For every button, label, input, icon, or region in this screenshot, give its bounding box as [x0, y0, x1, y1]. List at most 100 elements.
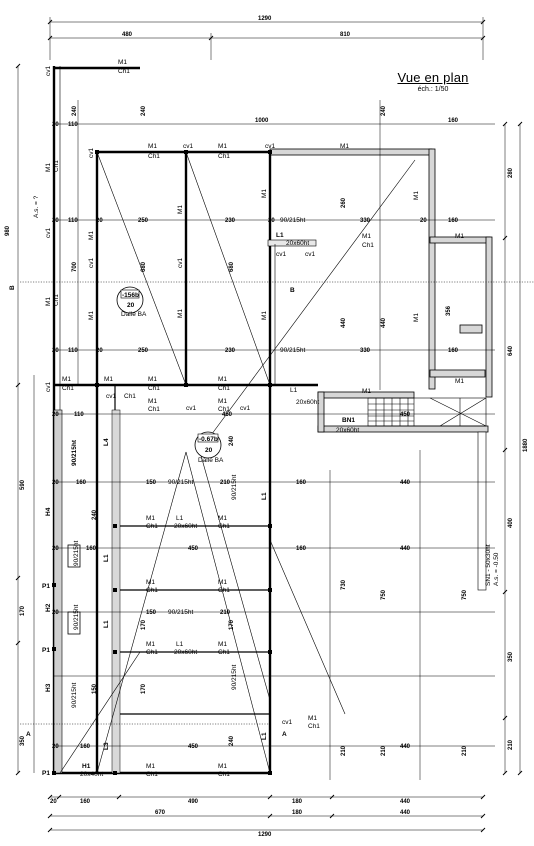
dim-230: 230 [225, 218, 236, 224]
label-cv1: cv1 [177, 258, 184, 269]
dim-20: 20 [268, 218, 275, 224]
label-beam-90: 90/215ht [231, 475, 238, 500]
label-m1: M1 [88, 311, 95, 320]
label-ch1: Ch1 [218, 406, 230, 413]
dim-450: 450 [400, 412, 411, 418]
label-l1: L1 [290, 387, 298, 394]
label-20: 20 [127, 302, 135, 309]
label-as-050: A.s. = -0.50 [493, 552, 500, 586]
level-marker-156: -156b [122, 292, 139, 299]
right-dimension-chains: 280 640 1880 400 350 210 [502, 121, 529, 776]
section-mark-a-left: A [26, 731, 31, 738]
label-beam-90: 90/215ht [168, 609, 193, 616]
label-l1: L1 [103, 620, 110, 628]
dim-bottom-490: 490 [188, 799, 199, 805]
dim-750: 750 [462, 589, 468, 600]
dim-left-590: 590 [20, 479, 26, 490]
dim-240: 240 [92, 509, 98, 520]
dim-680: 680 [229, 261, 235, 272]
dim-210: 210 [341, 745, 347, 756]
dim-330: 330 [360, 348, 371, 354]
label-p1: P1 [42, 583, 50, 590]
label-beam-90: 90/215ht [280, 347, 305, 354]
label-m1: M1 [218, 143, 227, 150]
label-beam-90: 90/215ht [231, 665, 238, 690]
label-m1: M1 [413, 313, 420, 322]
dim-240: 240 [72, 105, 78, 116]
label-m1: M1 [218, 376, 227, 383]
label-ch1: Ch1 [218, 587, 230, 594]
dim-680: 680 [141, 261, 147, 272]
dim-210: 210 [220, 480, 231, 486]
dim-20: 20 [52, 348, 59, 354]
dim-right-280: 280 [508, 167, 514, 178]
dim-440: 440 [400, 546, 411, 552]
label-bn1: BN1 [342, 417, 355, 424]
label-h4: H4 [45, 507, 52, 516]
label-m1: M1 [218, 641, 227, 648]
label-beam-90: 90/215ht [73, 541, 80, 566]
label-beam-20x40: 20x40ht [80, 771, 103, 778]
dim-top-total: 1290 [258, 16, 272, 22]
dim-230: 230 [225, 348, 236, 354]
label-m1: M1 [218, 763, 227, 770]
label-cv1: cv1 [106, 393, 117, 400]
dim-240c: 240 [381, 105, 387, 116]
label-ch1: Ch1 [148, 385, 160, 392]
label-m1: M1 [45, 163, 52, 172]
dim-right-400: 400 [508, 517, 514, 528]
section-mark-b-left: B [9, 285, 16, 290]
dim-440: 440 [400, 744, 411, 750]
dim-160: 160 [296, 480, 307, 486]
dim-250: 250 [138, 218, 149, 224]
dim-160: 160 [448, 118, 459, 124]
label-beam-20x60: 20x60ht [336, 427, 359, 434]
label-m1: M1 [118, 59, 127, 66]
dim-20: 20 [96, 218, 103, 224]
grid-lines [20, 100, 534, 780]
dim-440: 440 [400, 480, 411, 486]
dim-440: 440 [341, 317, 347, 328]
dim-20: 20 [52, 610, 59, 616]
label-beam-20x60: 20x60ht [286, 240, 309, 247]
dim-160: 160 [80, 744, 91, 750]
dim-top-left: 480 [122, 32, 133, 38]
label-m1: M1 [177, 205, 184, 214]
label-beam-90: 90/215ht [71, 439, 78, 466]
dim-1000: 1000 [255, 118, 269, 124]
dim-right-210: 210 [508, 739, 514, 750]
label-m1: M1 [146, 641, 155, 648]
dim-210: 210 [381, 745, 387, 756]
label-m1: M1 [362, 233, 371, 240]
left-dimension-chains: 980 590 170 350 [5, 63, 35, 776]
label-cv1: cv1 [88, 148, 95, 159]
label-m1: M1 [148, 143, 157, 150]
dim-160: 160 [86, 546, 97, 552]
dim-450: 450 [188, 744, 199, 750]
label-beam-90: 90/215ht [280, 217, 305, 224]
dim-240: 240 [229, 435, 235, 446]
label-ch1: Ch1 [146, 523, 158, 530]
label-m1: M1 [45, 297, 52, 306]
label-ch1: Ch1 [218, 385, 230, 392]
label-l1: L1 [261, 732, 268, 740]
label-ch1: Ch1 [146, 771, 158, 778]
drawing-title: Vue en plan [397, 70, 469, 85]
dim-700: 700 [72, 261, 78, 272]
label-p1: P1 [42, 647, 50, 654]
structure-walls [52, 66, 493, 775]
dim-20: 20 [52, 480, 59, 486]
dim-240: 240 [229, 735, 235, 746]
label-m1: M1 [261, 189, 268, 198]
section-mark-a-right: A [282, 731, 287, 738]
label-m1: M1 [362, 388, 371, 395]
level-marker-067: -0.67b [199, 436, 218, 443]
dim-150: 150 [146, 480, 157, 486]
dim-110: 110 [68, 218, 78, 224]
label-beam-90: 90/215ht [71, 683, 78, 708]
dim-450: 450 [222, 412, 233, 418]
label-cv1: cv1 [240, 405, 251, 412]
drawing-scale: éch.: 1/50 [417, 86, 449, 93]
label-m1: M1 [104, 376, 113, 383]
